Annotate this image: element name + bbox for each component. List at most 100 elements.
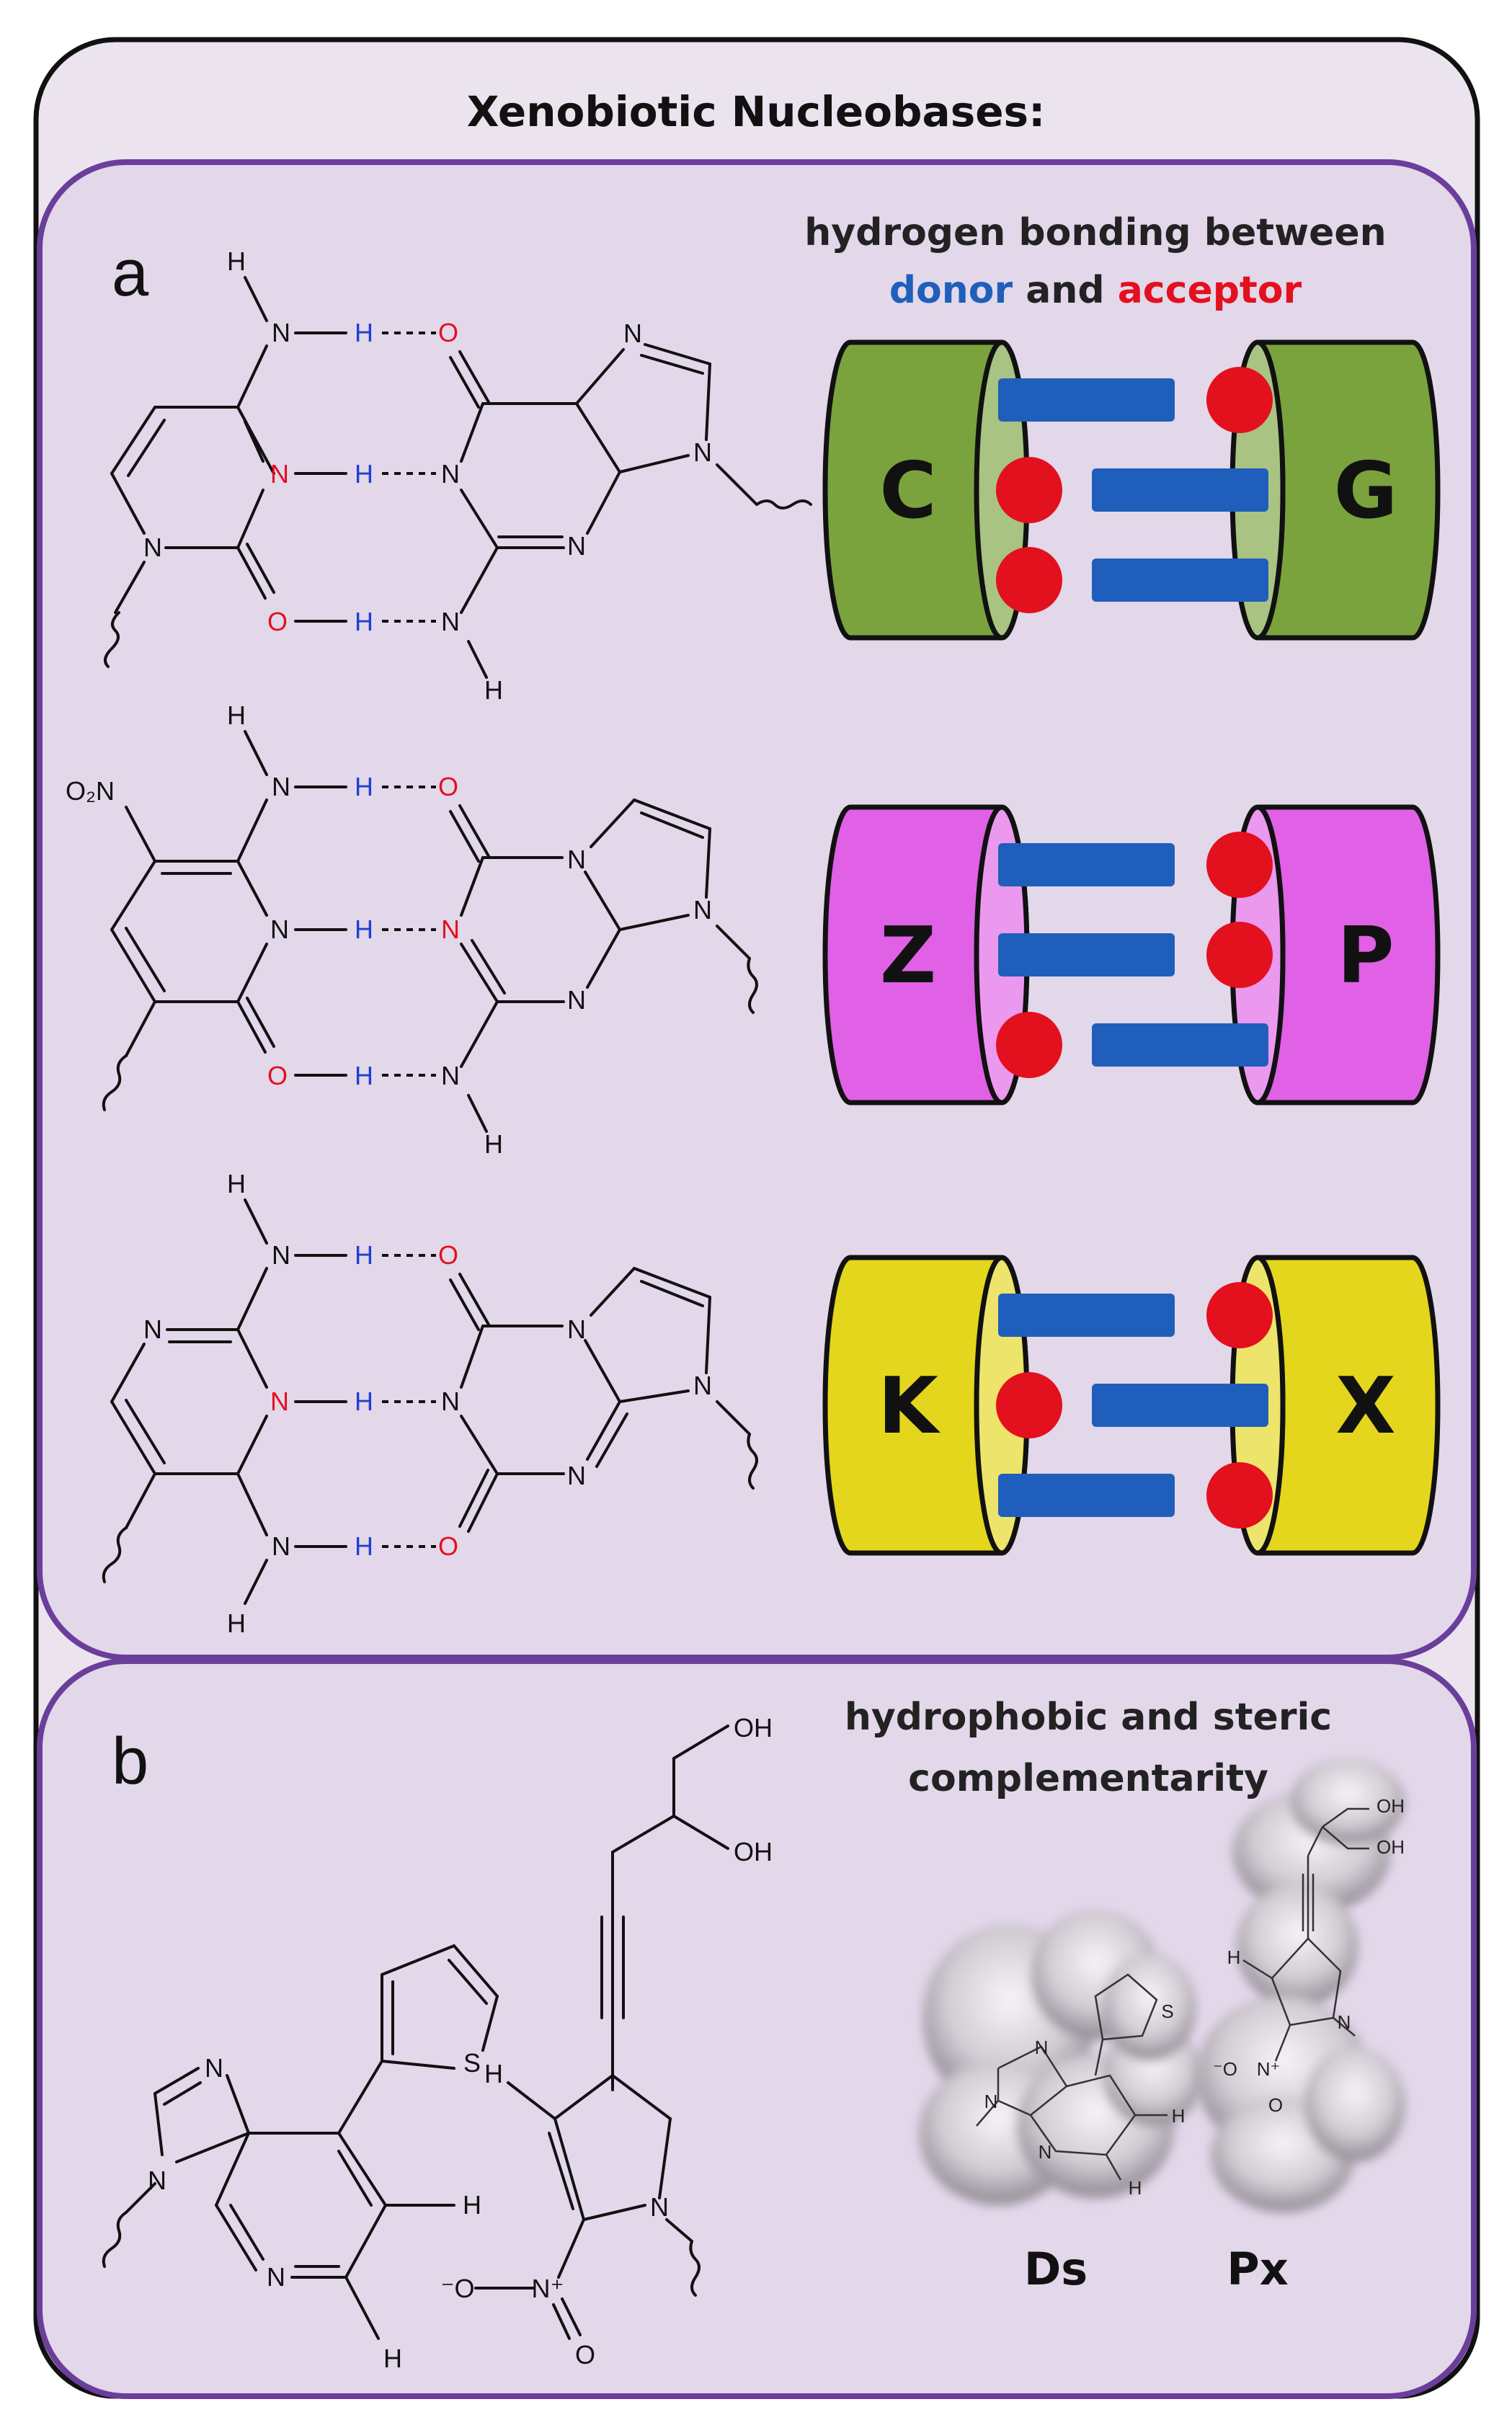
- acceptor-dot: [1206, 922, 1273, 988]
- surface-ds-structure: [976, 1973, 1168, 2181]
- surf-atom-H2: H: [1129, 2177, 1142, 2199]
- px-atom-H: H: [484, 2059, 503, 2088]
- donor-bar: [1092, 1023, 1268, 1067]
- ds-atom-S: S: [463, 2048, 481, 2078]
- acceptor-dot: [996, 547, 1062, 613]
- zp-atom-O-p: O: [438, 772, 458, 801]
- ds-atom-N9: N: [148, 2166, 166, 2195]
- panel-b: [37, 1658, 1477, 2399]
- kx-atom-N-x: N: [441, 1387, 460, 1416]
- zp-atom-H-p2: H: [484, 1129, 503, 1159]
- cg-atom-H2b: H: [484, 675, 503, 705]
- donor-bar: [1092, 1384, 1268, 1427]
- px-atom-OH2: OH: [734, 1837, 773, 1866]
- px-atom-O: O: [575, 2340, 595, 2370]
- kx-structure: N H N N N H H H H O N O N N N: [102, 1169, 758, 1638]
- surf-atom-OH1: OH: [1377, 1795, 1405, 1817]
- and-word: and: [1013, 269, 1118, 312]
- ds-atom-N-top: N: [205, 2053, 223, 2083]
- acceptor-dot: [1206, 832, 1273, 898]
- px-structure: OH OH H N N⁺ ⁻O O: [440, 1713, 773, 2370]
- acceptor-dot: [996, 1012, 1062, 1078]
- kx-atom-N-amine2: N: [272, 1531, 290, 1561]
- zp-atom-N-amine: N: [272, 772, 290, 801]
- figure-title: Xenobiotic Nucleobases:: [467, 87, 1046, 136]
- zp-atom-H-c: H: [355, 1061, 373, 1090]
- acceptor-dot: [996, 457, 1062, 523]
- panel-a: [37, 159, 1477, 1660]
- donor-bar: [998, 843, 1175, 886]
- kx-atom-H-top: H: [227, 1169, 246, 1198]
- kx-atom-H-a: H: [355, 1240, 373, 1270]
- zp-atom-N-ring: N: [270, 915, 289, 944]
- cg-atom-N4: N: [272, 318, 290, 347]
- panel-a-heading-line1: hydrogen bonding between: [804, 211, 1386, 254]
- cg-atom-N9: N: [693, 437, 712, 467]
- px-atom-Nplus: N⁺: [532, 2274, 564, 2303]
- zp-atom-H-a: H: [355, 772, 373, 801]
- panel-b-label: b: [112, 1725, 148, 1798]
- kx-atom-N-x4: N: [567, 1314, 586, 1344]
- zp-structure: O₂N H N N O H H H O N N H N N N: [66, 700, 758, 1159]
- donor-bar: [998, 933, 1175, 976]
- cg-atom-N2: N: [441, 607, 460, 636]
- kx-atom-O-x1: O: [438, 1240, 458, 1270]
- kx-atom-N-amine1: N: [272, 1240, 290, 1270]
- ds-atom-N-py: N: [267, 2262, 285, 2292]
- zp-atom-N-p2: N: [441, 1061, 460, 1090]
- cg-atom-N1: N: [143, 533, 162, 562]
- cg-structure: N H N N O H H H O N N H N N N: [104, 246, 812, 705]
- surface-model-ds: [919, 1910, 1204, 2205]
- acceptor-dot: [996, 1372, 1062, 1438]
- panel-b-heading-line1: hydrophobic and steric: [845, 1696, 1332, 1739]
- surf-atom-Nplus: N⁺: [1257, 2058, 1281, 2080]
- base-letter-k: K: [878, 1361, 940, 1451]
- zp-atom-N-p: N: [441, 915, 460, 944]
- surface-model-px: [1196, 1758, 1405, 2212]
- kx-atom-H-c: H: [355, 1531, 373, 1561]
- px-atom-OH1: OH: [734, 1713, 773, 1743]
- ds-atom-H2: H: [383, 2344, 402, 2373]
- kx-atom-H-bottom: H: [227, 1608, 246, 1638]
- zp-atom-H-top: H: [227, 700, 246, 730]
- donor-bar: [998, 378, 1175, 422]
- zp-atom-N-p3: N: [567, 985, 586, 1015]
- donor-bar: [998, 1474, 1175, 1517]
- surf-atom-O: O: [1268, 2094, 1283, 2116]
- donor-bar: [1092, 559, 1268, 602]
- cg-atom-H-a: H: [355, 318, 373, 347]
- surface-px-structure: [1242, 1807, 1369, 2062]
- base-letter-g: G: [1334, 446, 1398, 536]
- surf-atom-N3: N: [1039, 2141, 1052, 2163]
- panel-a-label: a: [112, 236, 149, 310]
- zp-atom-N-p5: N: [693, 895, 712, 925]
- cg-atom-N7: N: [623, 319, 642, 348]
- surf-atom-H1: H: [1172, 2105, 1186, 2127]
- base-letter-z: Z: [880, 911, 936, 1001]
- acceptor-word: acceptor: [1118, 269, 1302, 312]
- caption-ds: Ds: [1024, 2243, 1088, 2295]
- base-letter-x: X: [1335, 1361, 1395, 1451]
- cg-atom-N1g: N: [441, 459, 460, 489]
- cg-atom-O6: O: [438, 318, 458, 347]
- donor-word: donor: [889, 269, 1013, 312]
- surf-atom-H3: H: [1227, 1946, 1241, 1968]
- acceptor-dot: [1206, 367, 1273, 433]
- kx-atom-N-x3: N: [567, 1461, 586, 1490]
- kx-atom-N-ring1: N: [143, 1314, 162, 1344]
- donor-bar: [998, 1294, 1175, 1337]
- cg-atom-H-b: H: [355, 459, 373, 489]
- cg-atom-N3: N: [270, 459, 289, 489]
- panel-b-heading-line2: complementarity: [908, 1757, 1268, 1800]
- base-letter-p: P: [1337, 911, 1394, 1001]
- surface-labels: S N N N H H OH OH H N ⁻O N⁺ O: [984, 1795, 1405, 2199]
- zp-atom-H-b: H: [355, 915, 373, 944]
- cg-atom-H4a: H: [227, 246, 246, 276]
- cg-atom-O2: O: [267, 607, 288, 636]
- surf-atom-S: S: [1161, 2001, 1173, 2022]
- kx-atom-H-b: H: [355, 1387, 373, 1416]
